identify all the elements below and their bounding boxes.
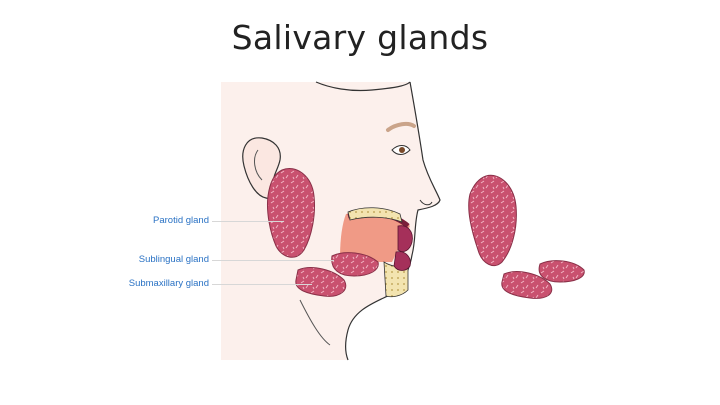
detached-submaxillary-gland (501, 271, 553, 299)
submaxillary-gland (295, 267, 347, 297)
detached-parotid-gland (468, 174, 517, 266)
sublingual-leader-line (212, 260, 334, 261)
submaxillary-gland-label: Submaxillary gland (128, 278, 209, 289)
mouth-cross-section (340, 207, 413, 298)
slide-title: Salivary glands (231, 18, 489, 57)
parotid-gland-label: Parotid gland (153, 215, 209, 226)
detached-glands (468, 174, 585, 299)
parotid-gland (267, 168, 315, 258)
sublingual-gland (331, 252, 379, 277)
detached-sublingual-gland (538, 260, 585, 283)
parotid-leader-line (212, 221, 284, 222)
sublingual-gland-label: Sublingual gland (138, 254, 209, 265)
submaxillary-leader-line (212, 284, 312, 285)
